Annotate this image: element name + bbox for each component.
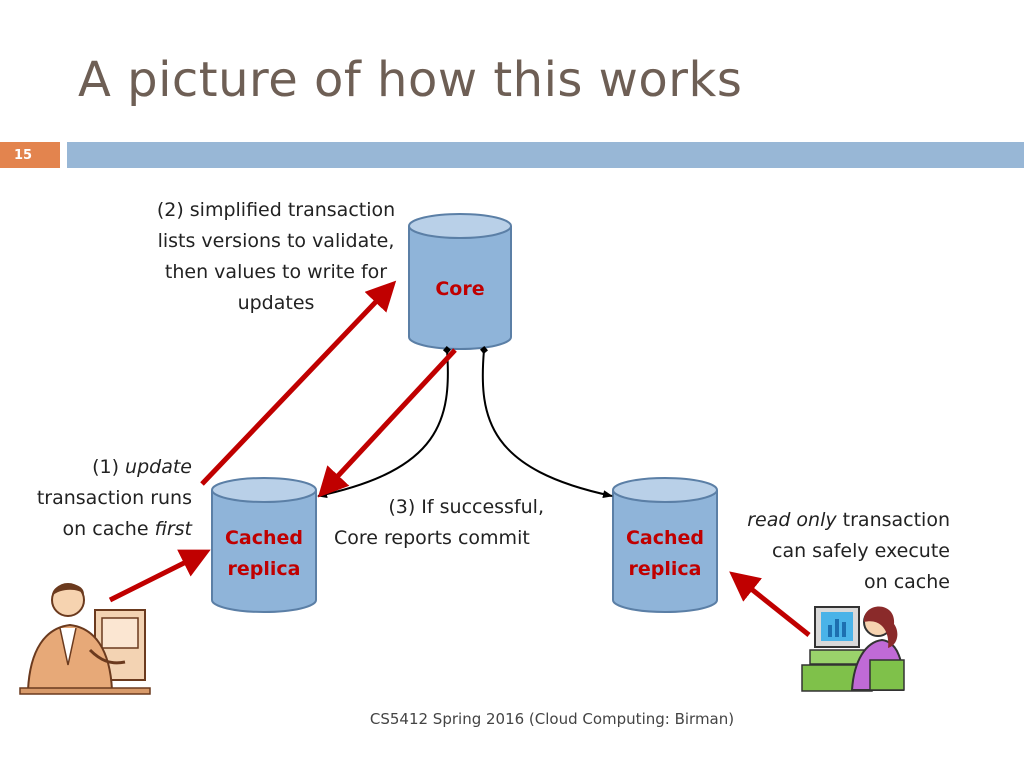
right-replica-label: Cached replica bbox=[613, 523, 717, 585]
step1-note-line3: on cache first bbox=[62, 518, 192, 540]
core-to-right-replica-connector bbox=[480, 346, 613, 499]
right-replica-label-line2: replica bbox=[628, 558, 702, 580]
step2-note-line3: then values to write for bbox=[164, 261, 388, 283]
step2-note-line1: (2) simplified transaction bbox=[156, 199, 396, 221]
arrow-left-user-to-cache bbox=[108, 549, 211, 603]
core-label: Core bbox=[435, 278, 485, 300]
left-replica-label-line1: Cached bbox=[224, 527, 304, 549]
right-replica-label-line1: Cached bbox=[625, 527, 705, 549]
left-cached-replica-database-icon bbox=[211, 477, 317, 613]
arrow-cache-to-core bbox=[200, 280, 397, 486]
step2-note: (2) simplified transaction lists version… bbox=[140, 195, 412, 319]
slide-title: A picture of how this works bbox=[78, 52, 743, 108]
step1-note: (1) update transaction runs on cache fir… bbox=[10, 452, 192, 545]
readonly-note-line2: can safely execute bbox=[772, 540, 950, 562]
core-database-icon bbox=[408, 213, 512, 350]
left-replica-label-line2: replica bbox=[227, 558, 301, 580]
woman-at-computer-icon bbox=[801, 606, 905, 692]
step2-note-line2: lists versions to validate, bbox=[157, 230, 395, 252]
step2-note-line4: updates bbox=[237, 292, 315, 314]
step3-note: (3) If successful, Core reports commit bbox=[334, 492, 554, 554]
man-at-computer-icon bbox=[19, 583, 151, 695]
step3-note-line1: (3) If successful, bbox=[388, 496, 544, 518]
readonly-note: read only transaction can safely execute… bbox=[700, 505, 950, 598]
core-to-left-replica-connector bbox=[317, 346, 451, 499]
slide-number: 15 bbox=[0, 142, 60, 168]
readonly-note-line1: read only transaction bbox=[747, 509, 950, 531]
arrow-core-to-cache bbox=[317, 348, 457, 498]
slide-footer: CS5412 Spring 2016 (Cloud Computing: Bir… bbox=[369, 710, 735, 728]
readonly-note-line3: on cache bbox=[864, 571, 950, 593]
step1-note-line1: (1) update bbox=[92, 456, 192, 478]
title-divider-bar bbox=[67, 142, 1024, 168]
right-cached-replica-database-icon bbox=[612, 477, 718, 613]
step3-note-line2: Core reports commit bbox=[334, 527, 530, 549]
arrow-right-user-to-cache bbox=[729, 571, 811, 637]
step1-note-line2: transaction runs bbox=[36, 487, 192, 509]
left-replica-label: Cached replica bbox=[212, 523, 316, 585]
